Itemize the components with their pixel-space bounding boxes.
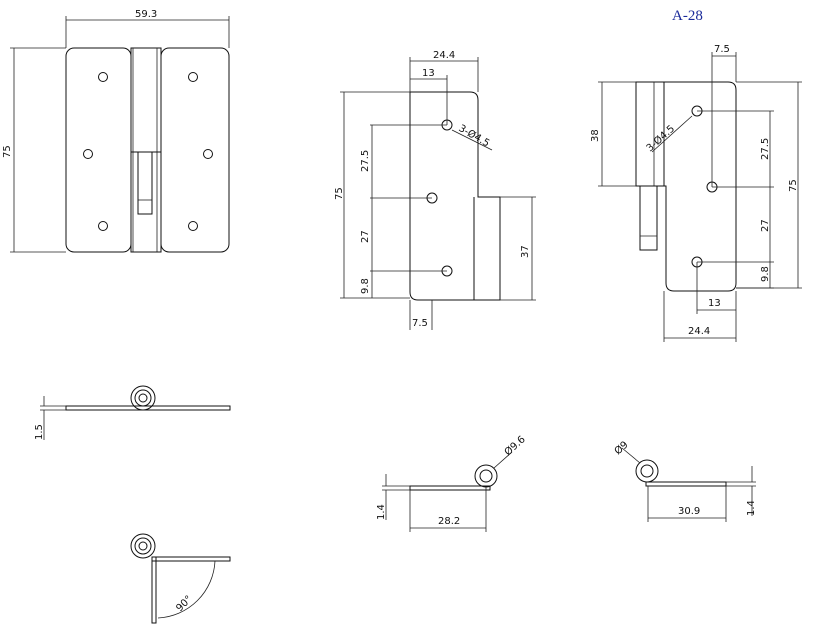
front-hole <box>188 72 198 82</box>
flat-pin <box>138 393 148 403</box>
right-leaf-pin <box>639 185 658 251</box>
front-pin <box>137 151 153 215</box>
left-leaf-total-height: 75 <box>334 187 345 200</box>
front-right-leaf <box>160 47 230 253</box>
section-right-diameter: Ø9 <box>612 439 631 457</box>
front-hole <box>98 221 108 231</box>
left-leaf-bottom-offset: 9.8 <box>360 278 371 294</box>
flat-thickness-dimension: 1.5 <box>34 424 45 440</box>
left-leaf-hole-spacing-upper: 27.5 <box>360 150 371 172</box>
right-leaf-hole-spacing-upper: 27.5 <box>760 138 771 160</box>
right-leaf-width-dimension: 24.4 <box>688 326 710 337</box>
right-leaf-knuckle-length: 38 <box>590 129 601 142</box>
section-left-length: 28.2 <box>438 516 460 527</box>
front-height-dimension: 75 <box>2 145 13 158</box>
flat-leaf-bar <box>65 405 231 411</box>
left-leaf-width-dimension: 24.4 <box>433 50 455 61</box>
front-width-dimension: 59.3 <box>135 9 157 20</box>
flat-knuckle-outer <box>130 385 156 411</box>
front-pin-knuckle <box>130 151 162 253</box>
section-right-pin <box>640 464 654 478</box>
side-view-folded: 90° <box>130 533 231 624</box>
right-leaf-outline <box>635 81 737 292</box>
right-leaf-bottom-offset: 9.8 <box>760 266 771 282</box>
folded-pin <box>138 541 148 551</box>
left-leaf-knuckle-offset: 7.5 <box>412 318 428 329</box>
section-right-thickness: 1.4 <box>746 500 757 516</box>
front-hole <box>203 149 213 159</box>
right-leaf-hole-spacing-lower: 27 <box>760 219 771 232</box>
folded-horizontal-leaf <box>151 556 231 562</box>
folded-angle-arc <box>157 560 216 619</box>
left-leaf-outline <box>409 91 501 301</box>
folded-vertical-leaf <box>151 556 157 624</box>
front-hole <box>98 72 108 82</box>
section-right-leaf <box>645 481 727 487</box>
section-left-pin <box>479 469 493 483</box>
folded-knuckle-inner <box>134 537 152 555</box>
left-leaf-hole-spacing-lower: 27 <box>360 230 371 243</box>
section-right-knuckle <box>635 459 659 483</box>
front-view: 59.3 75 <box>2 9 230 253</box>
right-leaf-hole-label: 3-Ø4.5 <box>644 123 677 155</box>
section-right-length: 30.9 <box>678 506 700 517</box>
drawing-code: A-28 <box>672 8 703 24</box>
right-leaf-pin-offset: 13 <box>708 298 721 309</box>
section-left: Ø9.6 1.4 28.2 <box>376 433 528 532</box>
front-hole <box>83 149 93 159</box>
folded-knuckle-outer <box>130 533 156 559</box>
side-view-flat: 1.5 <box>34 385 231 440</box>
folded-angle-label: 90° <box>174 594 194 614</box>
right-leaf-total-height: 75 <box>788 179 799 192</box>
section-left-thickness: 1.4 <box>376 504 387 520</box>
section-left-diameter: Ø9.6 <box>502 433 528 458</box>
right-leaf-knuckle-offset: 7.5 <box>714 44 730 55</box>
section-left-knuckle <box>474 464 498 488</box>
left-leaf-knuckle-length: 37 <box>520 245 531 258</box>
section-left-leaf <box>409 485 491 491</box>
front-hole <box>188 221 198 231</box>
left-leaf-pin-offset-dimension: 13 <box>422 68 435 79</box>
left-leaf-hole-label: 3-Ø4.5 <box>457 122 492 149</box>
front-knuckle-strip <box>130 47 162 253</box>
flat-knuckle-inner <box>134 389 152 407</box>
section-right: Ø9 1.4 30.9 <box>612 439 757 522</box>
right-leaf-view: 7.5 3-Ø4.5 38 27.5 27 9.8 75 13 24.4 <box>590 44 802 342</box>
left-leaf-view: 24.4 13 3-Ø4.5 27.5 27 9.8 75 7.5 37 <box>334 50 536 330</box>
